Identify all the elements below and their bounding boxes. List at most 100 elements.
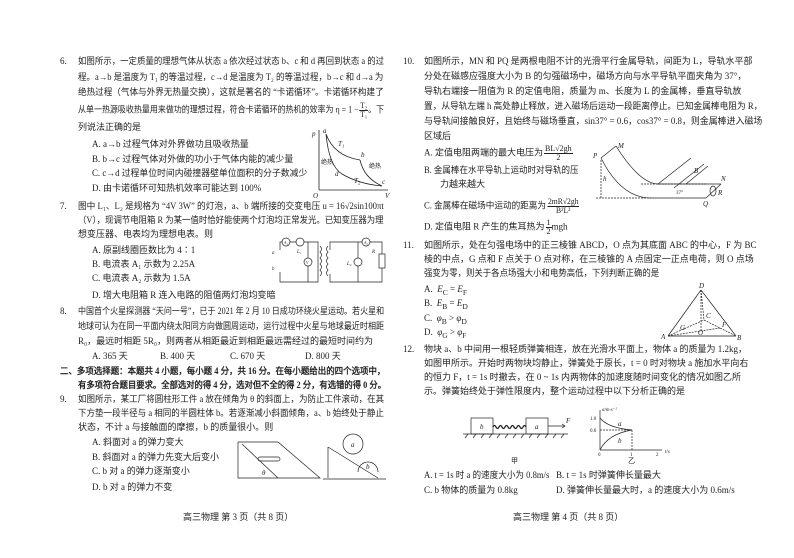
question-text: 列说法正确的是: [78, 122, 142, 132]
question-text: 地球可认为在同一平面内绕太阳同方向做圆周运动，运行过程中火星与地球最近时相距: [78, 321, 385, 331]
svg-text:B: B: [694, 167, 699, 175]
question-text: 图中 L₁、L₂ 是规格为 “4V 3W” 的灯泡，a、b 端所接的交变电压 u…: [78, 201, 384, 211]
svg-text:t/s: t/s: [665, 450, 670, 455]
svg-text:b: b: [272, 267, 275, 272]
svg-text:0: 0: [598, 453, 601, 458]
svg-text:Q: Q: [703, 200, 708, 208]
question-text: 如图甲所示。开始时两物块均静止，弹簧处于原长，t = 0 时对物块 a 施加水平…: [424, 358, 749, 368]
svg-text:绝热: 绝热: [369, 162, 381, 170]
option-d: D. b 对 a 的弹力不变: [92, 482, 173, 492]
svg-text:A: A: [660, 333, 666, 341]
option-b: B. 金属棒在水平导轨上运动时对导轨的压: [424, 165, 579, 175]
transformer-circuit: A₁ A₂ V L₁ L₂ R a b: [272, 237, 386, 283]
svg-text:C: C: [706, 312, 711, 320]
svg-text:P: P: [592, 152, 598, 160]
blocks-spring-figure: b a F 甲: [463, 417, 571, 465]
question-number: 12.: [403, 344, 415, 354]
svg-text:T₂: T₂: [354, 177, 361, 185]
svg-text:0.6: 0.6: [590, 429, 597, 434]
svg-text:a/m·s⁻²: a/m·s⁻²: [602, 407, 617, 413]
question-text: 与导轨间接触良好，且始终与磁场垂直，sin37° = 0.6，cos37° = …: [424, 116, 763, 126]
svg-text:a: a: [351, 441, 355, 449]
question-text: 导轨右端接一阻值为 R 的定值电阻，质量为 m、长度为 L 的金属棒，垂直导轨放: [424, 86, 742, 96]
svg-text:F: F: [721, 321, 727, 329]
svg-text:L₁: L₁: [296, 250, 302, 255]
svg-text:c: c: [382, 178, 386, 186]
question-text: 示。弹簧始终处于弹性限度内，整个运动过程中以下分析正确的是: [424, 386, 686, 396]
option-b: B. 斜面对 a 的弹力先变大后变小: [92, 452, 219, 462]
question-text: 置，从导轨左端 h 高处静止释放，进入磁场后运动一段距离停止。已知金属棒电阻为 …: [424, 101, 763, 111]
svg-text:L₂: L₂: [346, 262, 352, 267]
option-a: A. t = 1s 时 a 的速度大小为 0.8m/s: [424, 470, 550, 480]
option-b: B. b→c 过程气体对外做的功小于气体内能的减少量: [92, 154, 294, 164]
svg-text:甲: 甲: [511, 457, 518, 465]
option-c: C. 670 天: [230, 351, 266, 361]
svg-text:d: d: [335, 170, 339, 178]
svg-text:a: a: [535, 423, 539, 431]
question-text: 下方垫一段半径与 a 相同的半圆柱体 b。若逐渐减小斜面倾角，a、b 始终处于静…: [78, 408, 384, 418]
option-d: D. 弹簧伸长量最大时，a 的速度大小为 0.6m/s: [556, 485, 735, 495]
option-d: D. φG > φF: [424, 327, 467, 340]
question-number: 10.: [403, 56, 415, 66]
svg-text:37°: 37°: [676, 191, 683, 196]
option-b: B. EB = ED: [424, 298, 468, 311]
svg-text:T₁: T₁: [338, 140, 344, 148]
question-text: 想变压器、电表均为理想电表。则: [78, 229, 214, 239]
svg-text:h: h: [603, 175, 607, 183]
svg-text:1: 1: [630, 453, 633, 458]
svg-text:2: 2: [656, 453, 659, 458]
question-text: 如图所示，一定质量的理想气体从状态 a 依次经过状态 b、c 和 d 再回到状态…: [78, 56, 385, 66]
rail-figure: M P N Q B R h 37°: [592, 142, 726, 208]
section-heading-line: 有多项符合题目要求。全部选对的得 4 分，选对但不全的得 2 分，有选错的得 0…: [78, 380, 387, 390]
option-a: A. EC = EF: [424, 284, 468, 297]
question-text: （V），现调节电阻箱 R 为某一值时恰好能使两个灯泡均正常发光。已知变压器为理: [78, 215, 384, 225]
question-text: 中国首个火星探测器 “天问一号”，已于 2021 年 2 月 10 日成功环绕火…: [78, 306, 385, 316]
question-text: 物块 a、b 中间用一根轻质弹簧相连，放在光滑水平面上，物体 a 的质量为 1.…: [424, 344, 747, 354]
pv-diagram: p V O a T₁ b c d T₂ 绝热 绝热: [311, 127, 390, 200]
option-c: C. 电流表 A₂ 示数为 1.5A: [92, 273, 191, 283]
svg-text:b: b: [366, 463, 370, 471]
option-c: C. φB > φD: [424, 313, 467, 326]
option-b: B. t = 1s 时弹簧伸长量最大: [556, 470, 661, 480]
question-text: 绝热过程（气体与外界无热量交换），这就是著名的 “卡诺循环”。卡诺循环构建了: [78, 87, 384, 97]
acceleration-graph: a/m·s⁻² 1.0 0.6 0 1 2 t/s a b 乙: [590, 407, 670, 465]
svg-text:A₂: A₂: [363, 240, 368, 245]
svg-text:R: R: [371, 250, 375, 255]
option-d: D. 由卡诺循环可知热机效率可能达到 100%: [92, 183, 262, 193]
svg-text:a: a: [618, 420, 622, 428]
svg-text:R: R: [717, 189, 723, 197]
svg-text:a: a: [323, 127, 327, 135]
option-c: C. b 物体的质量为 0.8kg: [424, 485, 518, 495]
question-text: 棱的中点，G 点和 F 点关于 O 点对称，在三棱锥的 A 点固定一正点电荷，则…: [424, 254, 754, 264]
svg-text:θ: θ: [262, 469, 266, 477]
question-text: 强变为零，则关于各点场强大小和电势高低，下列判断正确的是: [424, 268, 660, 278]
question-text: 程。a→b 是温度为 T₁ 的等温过程，c→d 是温度为 T₂ 的等温过程，b→…: [78, 72, 384, 82]
svg-text:a: a: [272, 251, 275, 256]
svg-text:b: b: [480, 423, 484, 431]
question-text: 如图所示，MN 和 PQ 是两根电阻不计的光滑平行金属导轨，间距为 L，导轨水平…: [424, 56, 753, 66]
option-a: A. 斜面对 a 的弹力变大: [92, 437, 184, 447]
question-number: 7.: [60, 201, 67, 211]
option-b-cont: 力越来越大: [440, 179, 486, 189]
question-text: 区域后: [424, 131, 452, 141]
tetrahedron-figure: D A B C F G O: [660, 282, 742, 342]
question-text: 分处在磁感应强度大小为 B 的匀强磁场中，磁场方向与水平导轨平面夹角为 37°，: [424, 71, 747, 81]
svg-text:F: F: [565, 417, 571, 425]
question-text: R₀，最远时相距 5R₀，则两者从相距最近到相距最远需经过的最短时间约为: [78, 336, 374, 346]
option-d: D. 增大电阻箱 R 连入电路的阻值两灯泡均变暗: [92, 290, 276, 300]
page-footer-right: 高三物理 第 4 页（共 8 页）: [513, 512, 624, 522]
section-heading-line: 二、多项选择题：本题共 4 小题，每小题 4 分，共 16 分。在每小题给出的四…: [60, 366, 386, 376]
option-d: D. 800 天: [305, 351, 341, 361]
option-b: B. 400 天: [160, 351, 196, 361]
option-c: C. b 对 a 的弹力逐渐变小: [92, 466, 190, 476]
question-number: 11.: [403, 240, 414, 250]
question-text: 如图所示，处在匀强电场中的正三棱锥 ABCD，O 点为其底面 ABC 的中心，F…: [424, 240, 757, 250]
page-footer-left: 高三物理 第 3 页（共 8 页）: [183, 512, 294, 522]
incline-figure: a b θ: [237, 433, 386, 480]
option-b: B. 电流表 A₁ 示数为 2.25A: [92, 259, 196, 269]
question-text: 从单一热源吸收热量用来做功的理想过程，符合卡诺循环的热机的效率为 η = 1 −…: [78, 101, 385, 119]
